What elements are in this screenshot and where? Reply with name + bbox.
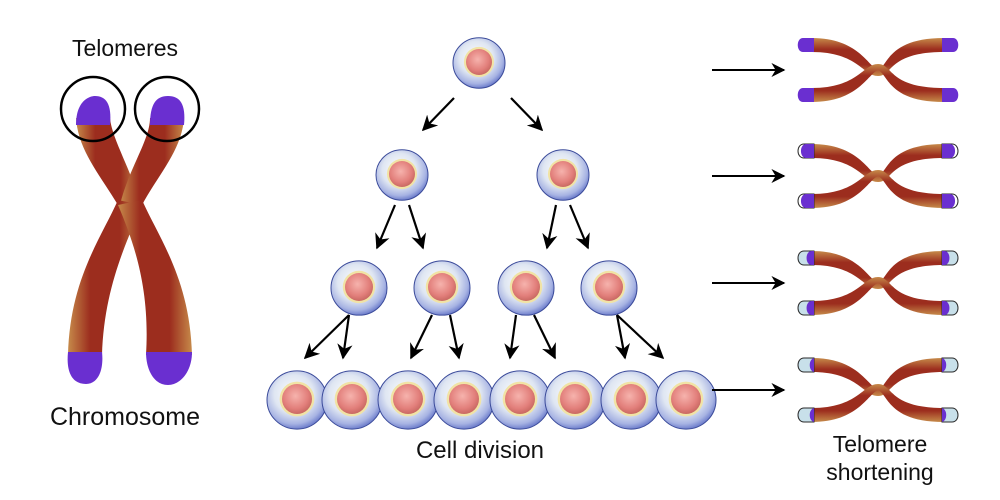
telomere-circle-left <box>59 75 127 143</box>
cell-gen3-2 <box>413 260 471 316</box>
cell-gen4-4 <box>433 370 495 430</box>
telomere-shortening-label: Telomere shortening <box>790 430 970 486</box>
cell-gen1-1 <box>452 37 506 89</box>
telomere-cap <box>941 408 947 422</box>
division-arrow <box>303 314 350 360</box>
telomere-cap <box>942 88 959 102</box>
telomere-cap <box>800 194 814 208</box>
division-arrow <box>337 314 353 360</box>
cell-gen4-1 <box>266 370 328 430</box>
cell-nucleus <box>505 384 535 414</box>
lost-telomere-outline <box>797 143 815 159</box>
telomere-cap <box>941 358 947 372</box>
telomere-top-right <box>150 96 185 125</box>
telomere-bottom-right <box>146 352 192 385</box>
division-arrow <box>421 97 455 132</box>
telomeres-label: Telomeres <box>71 35 179 61</box>
division-arrow <box>614 314 631 360</box>
cell-nucleus <box>282 384 312 414</box>
chromatid-upper <box>812 358 944 396</box>
telomere-cap <box>809 408 815 422</box>
cell-gen3-1 <box>330 260 388 316</box>
lost-telomere-outline <box>941 357 959 373</box>
cell-gen4-5 <box>489 370 551 430</box>
chromatid-upper <box>812 251 944 289</box>
cell-nucleus <box>428 273 456 301</box>
cell-gen2-1 <box>375 149 429 201</box>
chromatid-lower <box>812 384 944 422</box>
shortening-stage-2 <box>712 143 959 209</box>
telomere-cap <box>942 251 950 265</box>
division-arrow <box>510 97 544 132</box>
division-arrow <box>616 314 665 360</box>
telomere-cap <box>809 358 815 372</box>
chromatid-upper <box>812 38 944 76</box>
division-arrow <box>375 204 397 250</box>
telomere-cap <box>942 301 950 315</box>
cell-nucleus <box>393 384 423 414</box>
cell-gen4-3 <box>377 370 439 430</box>
cell-gen4-7 <box>600 370 662 430</box>
shortening-stage-4 <box>712 357 959 423</box>
cell-nucleus <box>466 49 492 75</box>
chromatid-arm-lower-left <box>68 200 142 355</box>
shortening-stage-3 <box>712 250 959 316</box>
telomere-bottom-left <box>67 352 103 384</box>
chromatid-lower <box>812 170 944 208</box>
cell-nucleus <box>345 273 373 301</box>
cell-gen4-6 <box>544 370 606 430</box>
telomere-shortening-line2: shortening <box>826 459 934 485</box>
telomere-cap <box>942 194 956 208</box>
telomere-shortening-series <box>712 38 959 423</box>
lost-telomere-outline <box>941 143 959 159</box>
telomere-shortening-line1: Telomere <box>832 431 928 457</box>
chromatid-lower <box>812 277 944 315</box>
division-arrow <box>533 314 556 360</box>
cell-nucleus <box>616 384 646 414</box>
division-arrow <box>504 314 520 360</box>
cell-division-tree <box>266 37 717 430</box>
chromatid-arm-lower-right <box>118 200 192 355</box>
telomere-highlight-circles <box>59 75 201 143</box>
division-arrow <box>448 314 464 360</box>
telomere-circle-right <box>133 75 201 143</box>
chromatid-upper <box>812 144 944 182</box>
lost-telomere-outline <box>941 407 959 423</box>
cell-gen2-2 <box>536 149 590 201</box>
telomere-cap <box>806 301 814 315</box>
division-arrow <box>410 314 433 360</box>
cell-nucleus <box>337 384 367 414</box>
chromosome-illustration <box>67 96 192 385</box>
cell-nucleus <box>671 384 701 414</box>
telomere-cap <box>806 251 814 265</box>
telomere-cap <box>942 144 956 158</box>
shortening-stage-1 <box>712 38 959 102</box>
chromatid-arm-upper-right <box>120 118 184 205</box>
cell-nucleus <box>550 161 576 187</box>
cell-gen4-2 <box>321 370 383 430</box>
chromatid-lower <box>812 64 944 102</box>
chromosome-label: Chromosome <box>49 403 201 431</box>
lost-telomere-outline <box>797 193 815 209</box>
telomere-cap <box>800 144 814 158</box>
cell-nucleus <box>595 273 623 301</box>
cell-gen3-4 <box>580 260 638 316</box>
cell-division-label: Cell division <box>415 437 545 464</box>
division-arrow <box>542 204 558 250</box>
cell-nucleus <box>389 161 415 187</box>
cell-nucleus <box>449 384 479 414</box>
telomere-cap <box>797 38 814 52</box>
division-arrow <box>568 204 590 250</box>
division-arrow <box>407 204 427 250</box>
telomere-cap <box>942 38 959 52</box>
telomere-top-left <box>76 96 111 125</box>
cell-nucleus <box>512 273 540 301</box>
cell-gen3-3 <box>497 260 555 316</box>
telomere-cap <box>797 88 814 102</box>
lost-telomere-outline <box>941 193 959 209</box>
lost-telomere-outline <box>797 407 815 423</box>
cell-gen4-8 <box>655 370 717 430</box>
lost-telomere-outline <box>797 357 815 373</box>
cell-nucleus <box>560 384 590 414</box>
